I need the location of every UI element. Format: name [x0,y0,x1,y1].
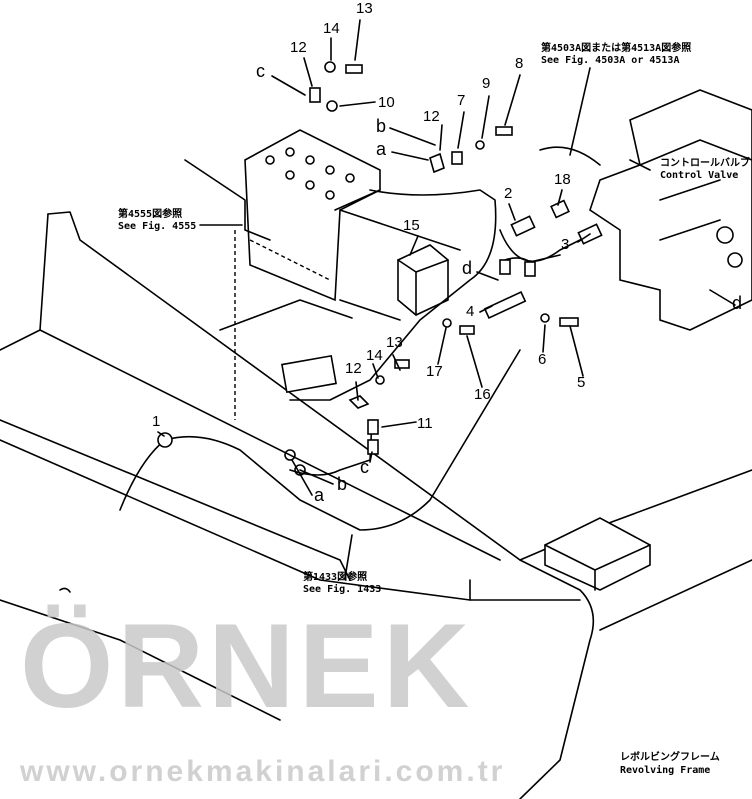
callout-13: 13 [356,0,373,17]
callout-d: d [462,258,472,278]
callout-13: 13 [386,334,403,351]
callout-c: c [360,457,369,477]
callout-c: c [256,61,265,81]
callout-8: 8 [515,55,523,72]
watermark-url: www.ornekmakinalari.com.tr [19,752,580,796]
callout-5: 5 [577,374,585,391]
callout-17: 17 [426,363,443,380]
callout-10: 10 [378,94,395,111]
control-valve [589,89,752,331]
callout-12: 12 [345,360,362,377]
callout-14: 14 [323,20,340,37]
leader-lines [157,19,736,579]
callout-12: 12 [423,108,440,125]
revolving-frame-en: Revolving Frame [620,764,710,776]
watermark-url-text: www.ornekmakinalari.com.tr [20,755,505,788]
watermark-brand-text: ÖRNEK [20,599,473,733]
reference-notes: 第4503A図または第4513A図参照 See Fig. 4503A or 45… [118,41,750,776]
part-callouts: 13 14 12 c 10 12 7 9 8 b a 2 18 3 15 d 4… [152,0,742,505]
ref-fig1433-en: See Fig. 1433 [303,583,381,595]
ref-fig1433-jp: 第1433図参照 [303,570,367,583]
callout-18: 18 [554,171,571,188]
callout-b: b [376,116,386,136]
callout-4: 4 [466,303,474,320]
callout-a: a [376,139,387,159]
callout-12: 12 [290,39,307,56]
revolving-frame-jp: レボルビングフレーム [620,750,720,763]
wire-harness [119,146,603,531]
ref-fig4503-en: See Fig. 4503A or 4513A [541,54,679,66]
ref-fig4555-en: See Fig. 4555 [118,220,196,232]
control-valve-en: Control Valve [660,170,738,181]
callout-14: 14 [366,347,383,364]
callout-d: d [732,293,742,313]
callout-2: 2 [504,185,512,202]
control-valve-jp: コントロールバルブ [660,156,750,169]
callout-15: 15 [403,217,420,234]
ref-fig4503-jp: 第4503A図または第4513A図参照 [541,41,691,54]
callout-3: 3 [561,236,569,253]
ref-fig4555-jp: 第4555図参照 [118,207,182,220]
callout-7: 7 [457,92,465,109]
callout-a: a [314,485,325,505]
mounting-bracket [184,129,461,420]
callout-9: 9 [482,75,490,92]
callout-16: 16 [474,386,491,403]
hardware-parts [309,61,579,409]
watermark-brand: ÖRNEK [20,598,540,738]
revolving-frame [0,211,752,799]
callout-11: 11 [417,415,433,432]
callout-6: 6 [538,351,546,368]
relay-part-15 [397,244,449,316]
callout-b: b [337,474,347,494]
callout-1: 1 [152,413,160,430]
